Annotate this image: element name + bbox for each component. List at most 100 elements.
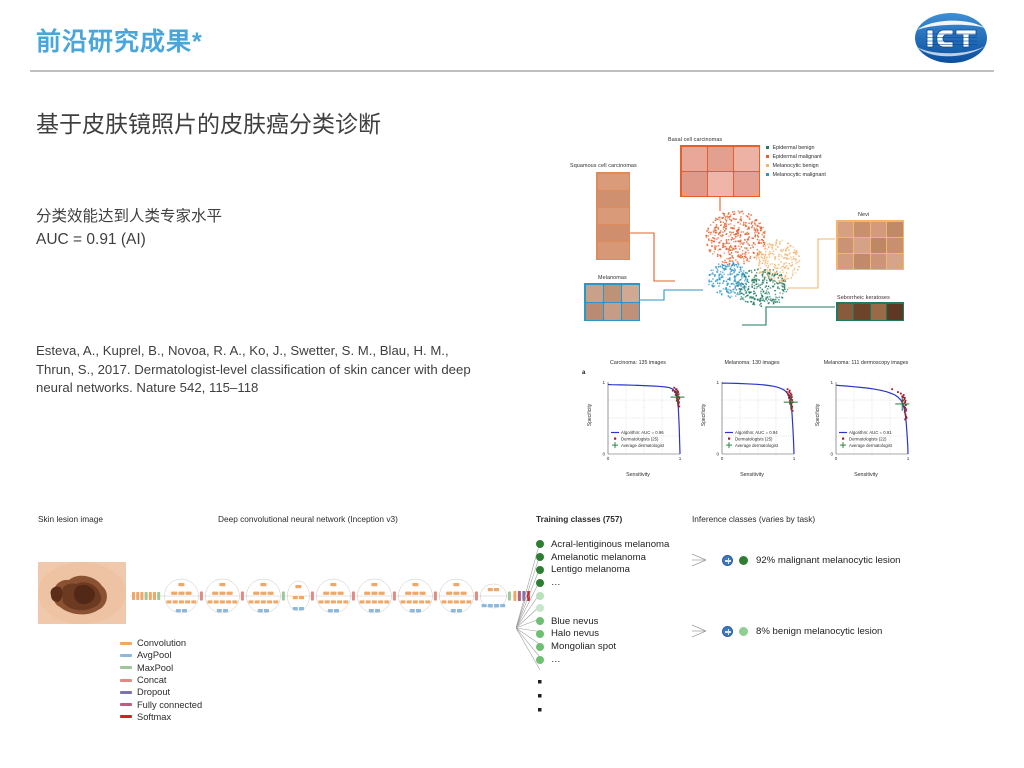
- svg-text:0: 0: [602, 452, 605, 457]
- roc-x-axis-label: Sensitivity: [740, 472, 764, 478]
- legend-swatch: [120, 703, 132, 707]
- legend-label: Fully connected: [137, 699, 203, 710]
- class-dot-benign: [739, 626, 748, 636]
- tsne-label-seborrheic: Seborrheic keratoses: [837, 295, 890, 301]
- arch-heading-lesion: Skin lesion image: [38, 514, 104, 524]
- thumbnail-cell: [733, 146, 759, 171]
- net-legend-item-1: AvgPool: [120, 649, 202, 661]
- class-label: Lentigo melanoma: [551, 564, 630, 576]
- legend-label: AvgPool: [137, 650, 172, 661]
- thumbnail-cell: [681, 171, 707, 196]
- arch-heading-network: Deep convolutional neural network (Incep…: [218, 514, 398, 524]
- legend-label: Epidermal benign: [772, 144, 815, 151]
- thumbnail-grid-seborrheic: [836, 302, 904, 321]
- training-class-spacer: [536, 589, 669, 602]
- training-class-item: …: [536, 576, 669, 589]
- inference-row-malignant: 92% malignant melanocytic lesion: [692, 551, 901, 569]
- class-label: …: [551, 654, 561, 666]
- svg-text:Average dermatologist: Average dermatologist: [735, 443, 779, 448]
- class-dot: [536, 591, 544, 600]
- tsne-legend-item-2: Melanocytic benign: [766, 161, 826, 170]
- class-label: Acral-lentiginous melanoma: [551, 538, 670, 550]
- performance-line-2: AUC = 0.91 (AI): [36, 231, 146, 248]
- roc-title: Melanoma: 111 dermoscopy images: [823, 360, 909, 366]
- thumbnail-cell: [837, 221, 853, 237]
- svg-text:1: 1: [602, 380, 605, 385]
- fan-icon-benign: [692, 624, 707, 638]
- training-class-item: Halo nevus: [536, 628, 669, 641]
- legend-swatch: [766, 155, 769, 158]
- citation-text: Esteva, A., Kuprel, B., Novoa, R. A., Ko…: [36, 343, 471, 395]
- legend-label: Convolution: [137, 638, 187, 649]
- thumbnail-cell: [733, 171, 759, 196]
- class-label: Halo nevus: [551, 628, 599, 640]
- tsne-legend-item-0: Epidermal benign: [766, 143, 826, 152]
- legend-swatch: [766, 164, 769, 167]
- thumbnail-cell: [707, 146, 733, 171]
- legend-swatch: [120, 653, 132, 657]
- roc-title: Carcinoma: 135 images: [610, 360, 666, 366]
- vertical-ellipsis: [538, 680, 542, 712]
- thumbnail-cell: [603, 284, 621, 302]
- thumbnail-cell: [585, 302, 603, 320]
- svg-text:Average dermatologist: Average dermatologist: [849, 443, 893, 448]
- architecture-figure: Skin lesion image Deep convolutional neu…: [0, 500, 1024, 768]
- tsne-scatter: [705, 210, 801, 307]
- inference-label-benign: 8% benign melanocytic lesion: [756, 625, 883, 637]
- class-dot: [536, 565, 544, 574]
- tsne-legend-item-1: Epidermal malignant: [766, 152, 826, 161]
- legend-label: MaxPool: [137, 662, 174, 673]
- thumbnail-cell: [870, 303, 886, 320]
- svg-text:Algorithm: AUC = 0.96: Algorithm: AUC = 0.96: [621, 430, 664, 435]
- training-class-spacer: [536, 602, 669, 615]
- roc-title: Melanoma: 130 images: [724, 360, 780, 366]
- legend-label: Melanocytic malignant: [772, 171, 826, 178]
- thumbnail-cell: [837, 303, 853, 320]
- thumbnail-cell: [681, 146, 707, 171]
- thumbnail-cell: [585, 284, 603, 302]
- thumbnail-cell: [870, 237, 886, 253]
- legend-label: Epidermal malignant: [772, 153, 822, 160]
- training-class-item: Acral-lentiginous melanoma: [536, 538, 669, 551]
- svg-text:0: 0: [830, 452, 833, 457]
- class-label: Amelanotic melanoma: [551, 551, 646, 563]
- legend-swatch: [766, 146, 769, 149]
- panel-letter-a: a: [582, 370, 586, 376]
- thumbnail-cell: [597, 207, 629, 225]
- ict-logo: [905, 10, 997, 66]
- class-dot: [536, 578, 544, 587]
- tsne-legend-item-3: Melanocytic malignant: [766, 170, 826, 179]
- tsne-label-basal: Basal cell carcinomas: [668, 137, 723, 143]
- thumbnail-cell: [603, 302, 621, 320]
- slide-header: 前沿研究成果*: [0, 0, 1024, 78]
- svg-text:1: 1: [830, 380, 833, 385]
- svg-text:Dermatologists (22): Dermatologists (22): [849, 437, 887, 442]
- svg-text:0: 0: [716, 452, 719, 457]
- net-legend-item-0: Convolution: [120, 637, 202, 649]
- training-class-item: Blue nevus: [536, 615, 669, 628]
- svg-text:1: 1: [679, 456, 682, 461]
- softmax-node-icon: [722, 625, 733, 637]
- thumbnail-cell: [597, 225, 629, 242]
- svg-text:0: 0: [607, 456, 610, 461]
- thumbnail-cell: [621, 302, 639, 320]
- roc-x-axis-label: Sensitivity: [626, 472, 650, 478]
- inference-label-malignant: 92% malignant melanocytic lesion: [756, 554, 901, 566]
- legend-swatch: [120, 715, 132, 719]
- thumbnail-cell: [887, 237, 903, 253]
- class-fan-lines: [516, 541, 541, 671]
- arch-heading-training: Training classes (757): [536, 514, 623, 524]
- page-title: 前沿研究成果*: [36, 28, 203, 56]
- inference-row-benign: 8% benign melanocytic lesion: [692, 622, 882, 640]
- thumbnail-cell: [854, 303, 870, 320]
- tsne-connectors: [613, 197, 835, 326]
- legend-swatch: [120, 666, 132, 670]
- net-legend-item-2: MaxPool: [120, 662, 202, 674]
- skin-lesion-image: [38, 562, 126, 624]
- svg-text:1: 1: [716, 380, 719, 385]
- net-legend-item-4: Dropout: [120, 686, 202, 698]
- class-dot: [536, 629, 544, 638]
